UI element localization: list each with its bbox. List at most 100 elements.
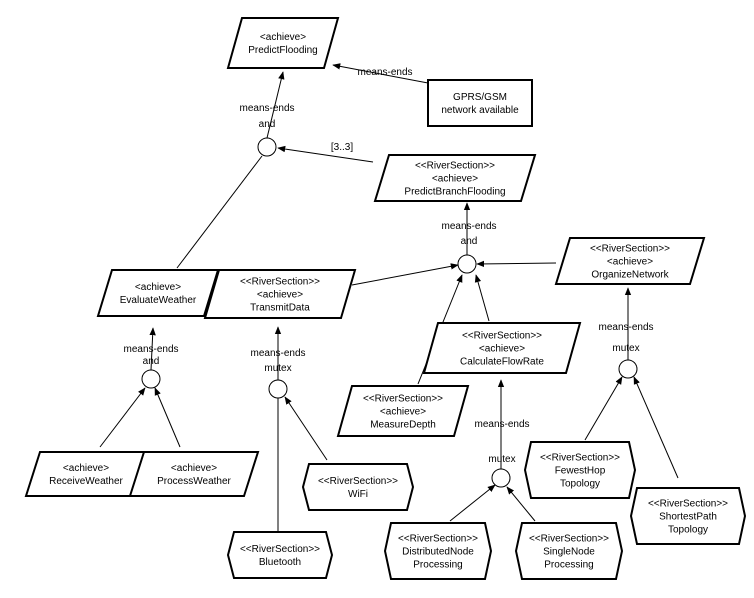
node-text-line: CalculateFlowRate (460, 357, 544, 368)
softgoal-shape (427, 79, 533, 127)
node-text-line: EvaluateWeather (120, 295, 197, 306)
node-text-line: OrganizeNetwork (591, 270, 669, 281)
node-text-line: PredictBranchFlooding (404, 187, 505, 198)
node-measure-depth: <<RiverSection>><achieve>MeasureDepth (336, 385, 470, 437)
edge-fewesthop-to-junction (584, 376, 623, 441)
node-receive-weather: <achieve> ReceiveWeather (24, 451, 148, 497)
node-text-line: SingleNode (543, 547, 595, 558)
task-shape (523, 441, 637, 499)
edge-label-cardinality: [3..3] (331, 142, 353, 153)
node-text-line: <achieve> (257, 290, 303, 301)
node-text-line: Processing (544, 560, 593, 571)
node-text-line: Topology (560, 479, 600, 490)
edge-label-flowrate-means-ends: means-ends (474, 419, 529, 430)
node-text-line: ShortestPath (659, 512, 717, 523)
node-text-line: <achieve> (479, 344, 525, 355)
edge-gprs-to-predict (332, 63, 429, 84)
node-text-line: <<RiverSection>> (240, 544, 320, 555)
edge-process-to-junction (154, 387, 181, 448)
edge-wifi-to-junction (284, 396, 328, 461)
edge-top-to-predict (266, 71, 285, 139)
node-predict-flooding: <achieve>PredictFlooding (226, 17, 340, 69)
task-shape (226, 531, 334, 579)
node-text-line: <achieve> (607, 257, 653, 268)
junction-flowrate (491, 468, 511, 488)
node-text-line: <achieve> (380, 407, 426, 418)
edge-label-organize-mutex: mutex (612, 343, 639, 354)
node-evaluate-weather: <achieve> EvaluateWeather (96, 269, 220, 317)
task-shape (514, 522, 624, 580)
node-text-line: PredictFlooding (248, 45, 317, 56)
edge-single-to-junction (506, 486, 536, 522)
node-text-line: WiFi (348, 489, 368, 500)
node-text-line: <<RiverSection>> (529, 534, 609, 545)
junction-organize (618, 359, 638, 379)
node-calculate-flow-rate: <<RiverSection>> <achieve> CalculateFlowRa… (422, 322, 582, 374)
edge-organize-to-branch (476, 260, 557, 268)
goal-shape (226, 17, 340, 69)
edge-label-flowrate-mutex: mutex (488, 454, 515, 465)
node-text-line: FewestHop (555, 466, 606, 477)
node-text-line: <<RiverSection>> (363, 394, 443, 405)
junction-branch (457, 254, 477, 274)
task-shape (383, 522, 493, 580)
edge-distributed-to-junction (449, 484, 496, 522)
node-text-line: <achieve> (63, 463, 109, 474)
edge-label-transmit-mutex: mutex (264, 363, 291, 374)
node-text-line: ProcessWeather (157, 476, 231, 487)
node-distributed-node-processing: <<RiverSection>> DistributedNodeProcessin… (383, 522, 493, 580)
node-text-line: <<RiverSection>> (398, 534, 478, 545)
node-transmit-data: <<RiverSection>> <achieve> TransmitData (203, 269, 357, 319)
edge-shortestpath-to-junction (633, 376, 679, 479)
edge-label-gprs-means-ends: means-ends (357, 67, 412, 78)
node-text-line: TransmitData (250, 303, 310, 314)
edge-evaluate-junction (149, 327, 156, 371)
edge-evaluate-to-top (176, 155, 263, 269)
edge-label-top-means-ends: means-ends (239, 103, 294, 114)
goal-shape (554, 237, 706, 285)
edge-flowrate-to-branch (474, 274, 490, 322)
node-text-line: <<RiverSection>> (462, 331, 542, 342)
edge-label-organize-means-ends: means-ends (598, 322, 653, 333)
edge-label-evaluate-and: and (143, 356, 160, 367)
node-text-line: <<RiverSection>> (590, 244, 670, 255)
edge-label-branch-and: and (461, 236, 478, 247)
edge-transmit-to-branch (351, 263, 459, 286)
goal-shape (336, 385, 470, 437)
node-process-weather: <achieve> ProcessWeather (128, 451, 260, 497)
junction-top (257, 137, 277, 157)
node-text-line: Bluetooth (259, 557, 301, 568)
node-wifi: <<RiverSection>> WiFi (301, 463, 415, 511)
node-text-line: <achieve> (135, 282, 181, 293)
junction-transmit (268, 379, 288, 399)
goal-shape (203, 269, 357, 319)
edge-label-evaluate-means-ends: means-ends (123, 344, 178, 355)
node-organize-network: <<RiverSection>> <achieve> OrganizeNetwork (554, 237, 706, 285)
edge-label-transmit-means-ends: means-ends (250, 348, 305, 359)
node-text-line: <<RiverSection>> (540, 453, 620, 464)
node-bluetooth: <<RiverSection>> Bluetooth (226, 531, 334, 579)
node-predict-branch-flooding: <<RiverSection>><achieve>PredictBranchFl… (373, 154, 537, 202)
edge-branch-to-top (277, 145, 374, 163)
node-text-line: <<RiverSection>> (318, 476, 398, 487)
node-text-line: GPRS/GSM (453, 92, 507, 103)
goal-shape (96, 269, 220, 317)
node-text-line: <<RiverSection>> (648, 499, 728, 510)
node-text-line: <<RiverSection>> (240, 277, 320, 288)
node-text-line: DistributedNode (402, 547, 474, 558)
goal-shape (128, 451, 260, 497)
task-shape (629, 487, 747, 545)
task-shape (301, 463, 415, 511)
goal-shape (373, 154, 537, 202)
junction-evaluate (141, 369, 161, 389)
node-text-line: network available (441, 105, 519, 116)
node-text-line: <achieve> (432, 174, 478, 185)
node-text-line: Processing (413, 560, 462, 571)
node-text-line: ReceiveWeather (49, 476, 123, 487)
node-text-line: Topology (668, 525, 708, 536)
node-text-line: <achieve> (171, 463, 217, 474)
